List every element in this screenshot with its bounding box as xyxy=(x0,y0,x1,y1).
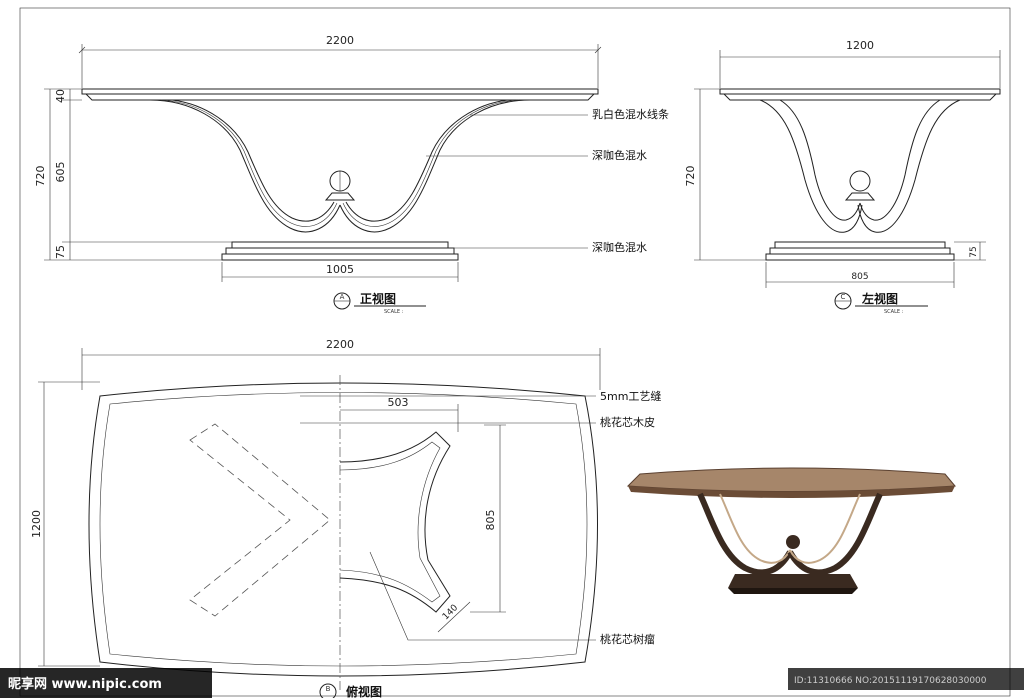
watermark: 昵享网 www.nipic.com ID:11310666 NO:2015111… xyxy=(0,668,1024,698)
top-half-dim: 503 xyxy=(388,396,409,409)
render-finial xyxy=(786,535,800,549)
top-width-dim: 2200 xyxy=(326,338,354,351)
render-top xyxy=(626,467,957,492)
left-width-dim: 1200 xyxy=(846,39,874,52)
watermark-logo: 昵享网 www.nipic.com xyxy=(8,676,162,692)
left-base-width-dim: 805 xyxy=(851,272,868,282)
front-middle-dim: 605 xyxy=(54,162,67,183)
sheet-border xyxy=(19,7,1011,697)
top-corner-dim: 140 xyxy=(441,603,460,622)
left-base-dim: 75 xyxy=(969,246,979,257)
front-top-dim: 40 xyxy=(54,89,67,103)
top-span-dim: 805 xyxy=(484,510,497,531)
left-height-dim: 720 xyxy=(684,166,697,187)
front-height-dim: 720 xyxy=(34,166,47,187)
front-view: 2200 40 605 75 720 1005 xyxy=(34,34,669,315)
top-title-letter: B xyxy=(326,685,331,693)
left-scale: SCALE : xyxy=(884,309,904,315)
front-base-width-dim: 1005 xyxy=(326,263,354,276)
front-note-dark-1: 深咖色混水 xyxy=(592,148,647,162)
table-render xyxy=(626,467,957,594)
front-note-dark-2: 深咖色混水 xyxy=(592,240,647,254)
left-view: 1200 720 75 805 C 左视图 SCALE : xyxy=(684,39,1001,315)
front-note-milk-line: 乳白色混水线条 xyxy=(592,107,669,121)
left-title: 左视图 xyxy=(861,291,898,306)
render-top-edge xyxy=(628,486,955,498)
front-width-dim: 2200 xyxy=(326,34,354,47)
top-title: 俯视图 xyxy=(346,684,382,698)
top-view: 2200 1200 503 805 140 5mm工艺缝 桃花芯 xyxy=(30,338,661,698)
top-note-burl: 桃花芯树瘤 xyxy=(600,632,655,646)
watermark-id: ID:11310666 NO:20151119170628030000 xyxy=(794,676,987,686)
top-note-groove: 5mm工艺缝 xyxy=(600,389,661,403)
front-base-dim: 75 xyxy=(54,245,67,259)
front-title-letter: A xyxy=(340,293,345,301)
left-title-letter: C xyxy=(841,293,846,301)
front-title: 正视图 xyxy=(360,291,396,306)
top-depth-dim: 1200 xyxy=(30,510,43,538)
top-note-veneer: 桃花芯木皮 xyxy=(600,415,655,429)
top-title-circle xyxy=(319,683,337,698)
front-scale: SCALE : xyxy=(384,309,404,315)
